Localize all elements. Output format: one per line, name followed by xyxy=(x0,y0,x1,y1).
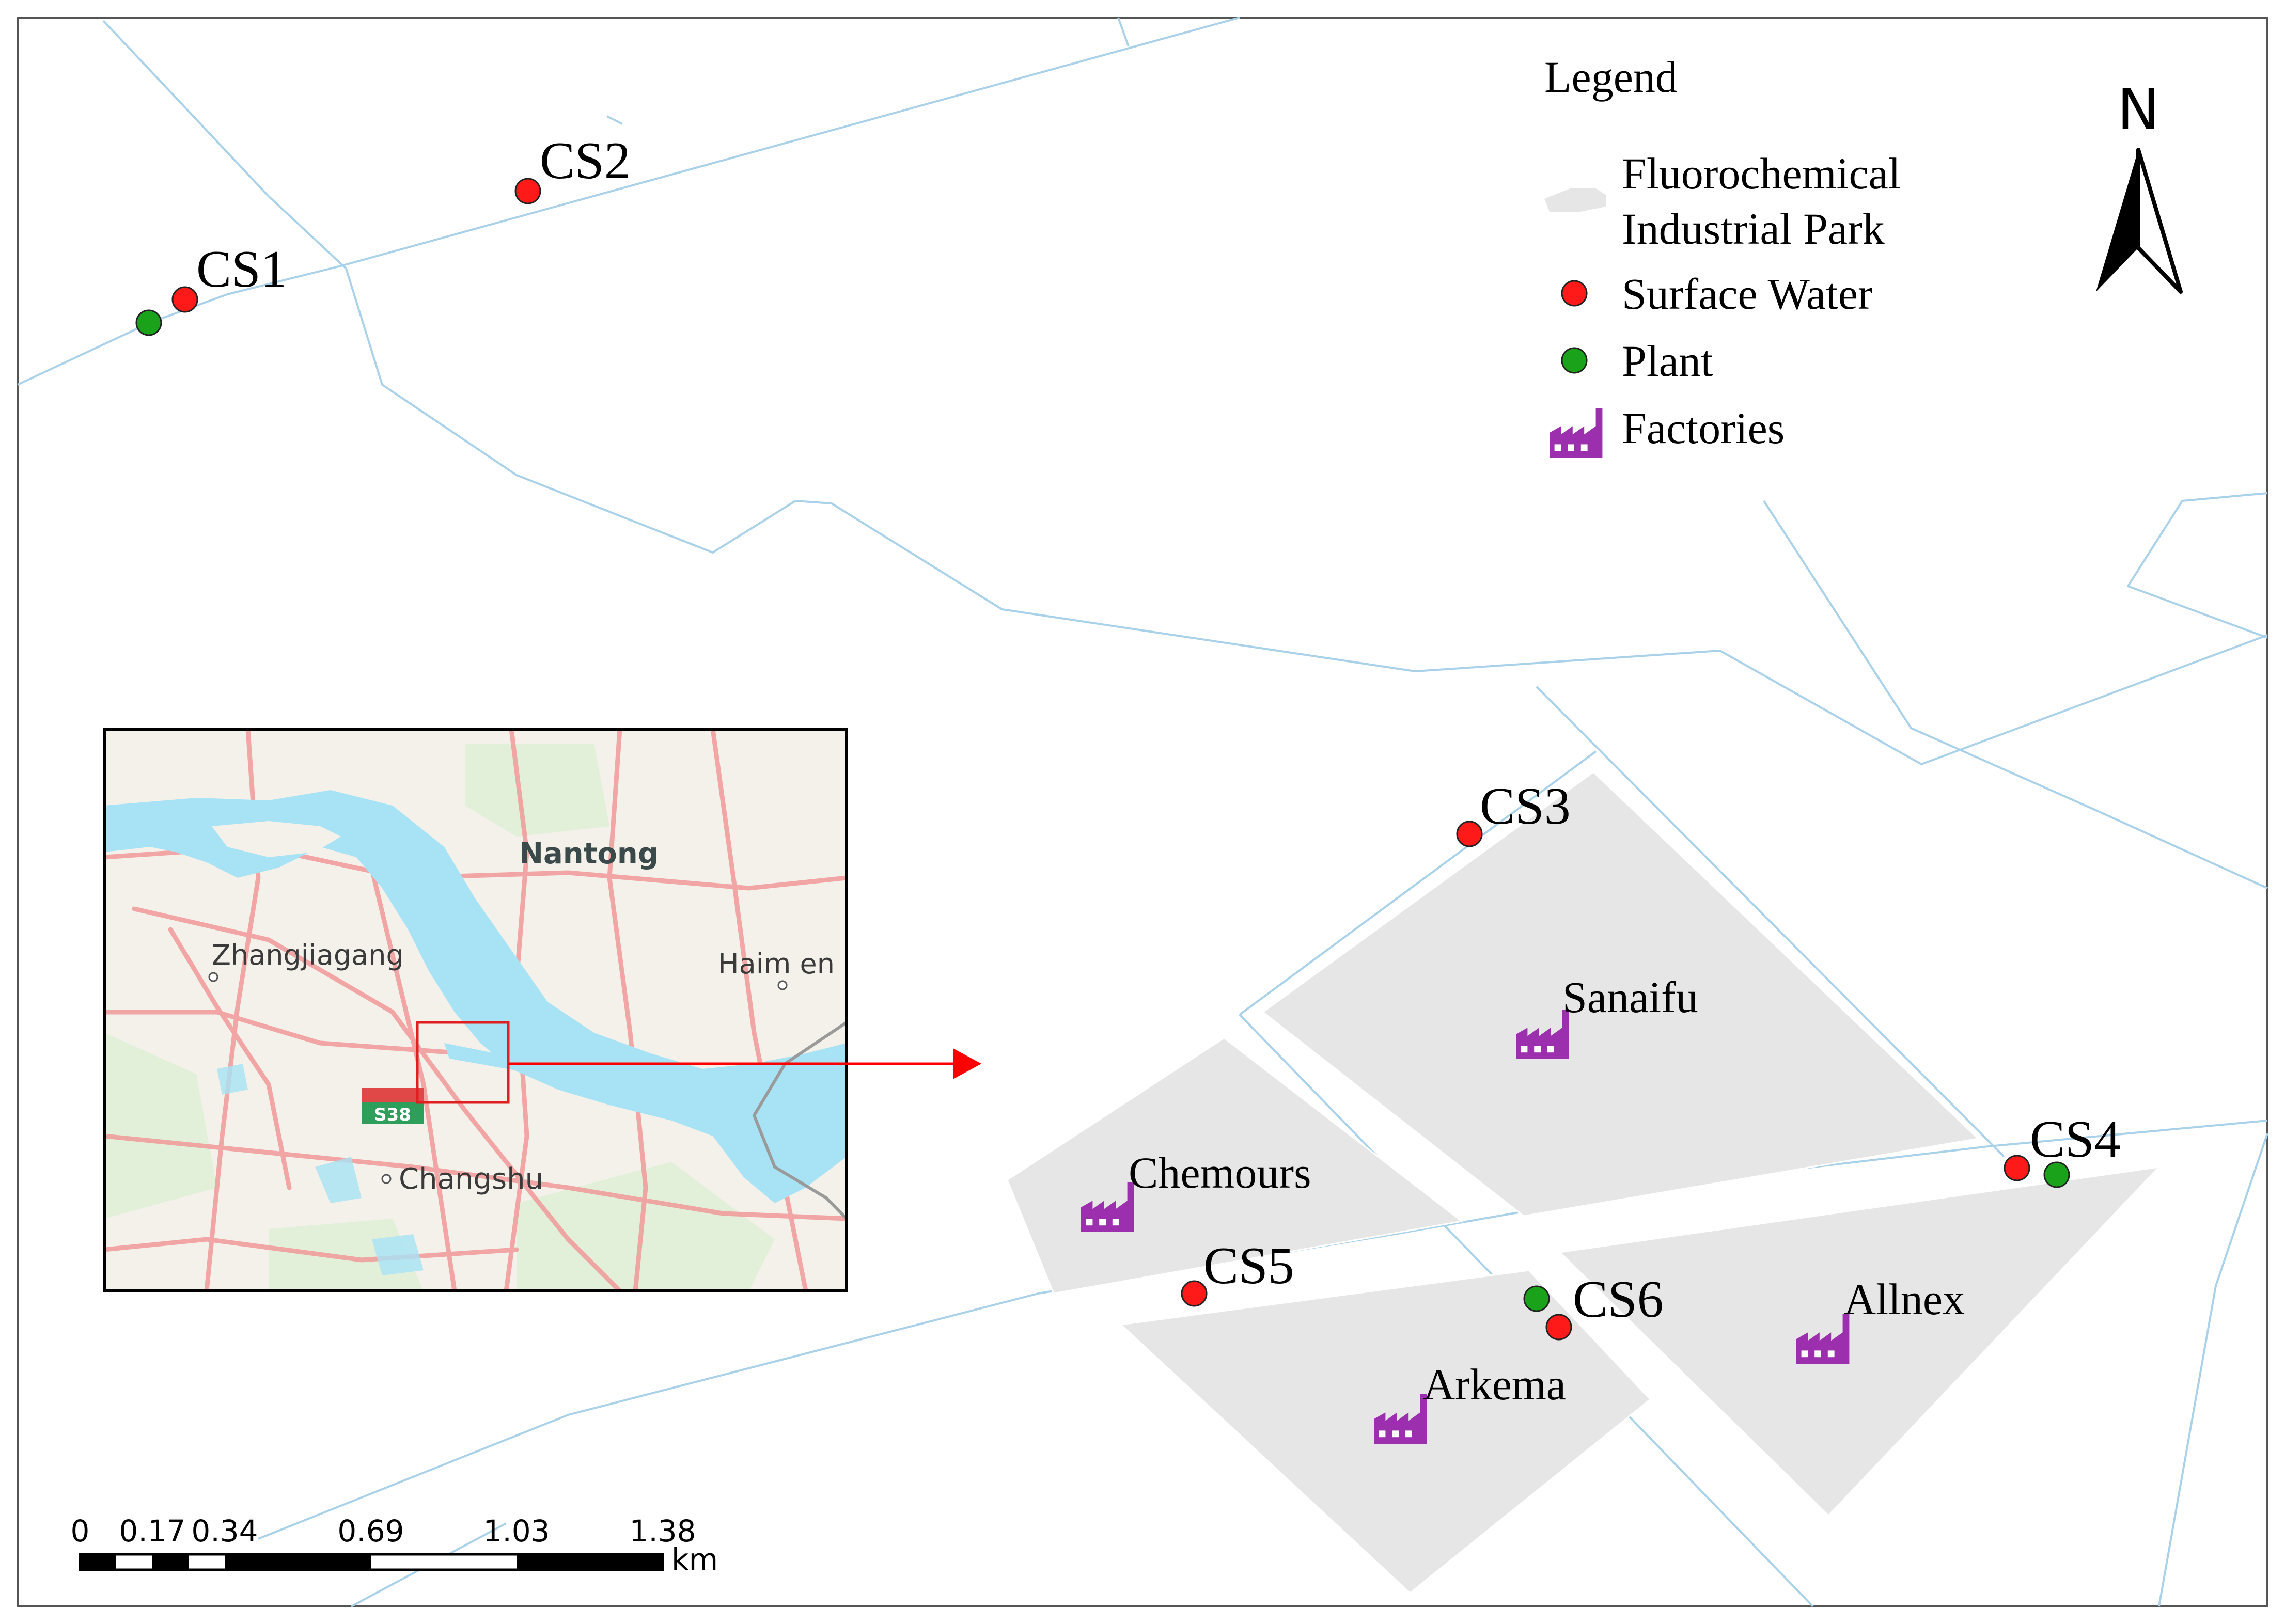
river-line xyxy=(258,1120,2268,1540)
inset-city-zhangjiagang: Zhangjiagang xyxy=(212,939,404,971)
scale-tick-label: 1.38 xyxy=(629,1513,696,1549)
surface-water-point-cs2 xyxy=(514,178,541,204)
legend-label-plant: Plant xyxy=(1622,336,1713,386)
site-label-cs4: CS4 xyxy=(2030,1110,2121,1169)
legend-label-park-line1: Fluorochemical xyxy=(1622,149,1901,198)
inset-city-haimen: Haim en xyxy=(718,948,835,980)
green-circle-icon xyxy=(1561,347,1588,374)
inset-city-dot-haimen xyxy=(777,980,788,990)
river-line xyxy=(1239,750,1597,1016)
north-arrow-icon xyxy=(2096,148,2183,294)
inset-city-dot-changshu xyxy=(381,1174,392,1184)
surface-water-point-cs5 xyxy=(1181,1280,1208,1307)
legend-label-factories: Factories xyxy=(1622,403,1785,453)
svg-text:S38: S38 xyxy=(374,1105,411,1125)
river-line xyxy=(2182,492,2268,502)
park-parcel-sanaifu xyxy=(1261,771,1980,1217)
factory-icon xyxy=(1374,1394,1427,1444)
highway-shield: S38 xyxy=(362,1088,424,1125)
surface-water-point-cs1 xyxy=(171,286,198,313)
scale-unit: km xyxy=(671,1542,718,1577)
surface-water-point-cs3 xyxy=(1456,821,1483,847)
site-label-cs1: CS1 xyxy=(196,240,287,298)
river-line xyxy=(1117,17,1130,47)
inset-city-nantong: Nantong xyxy=(519,837,659,871)
scale-bar: 0 0.17 0.34 0.69 1.03 1.38 km xyxy=(71,1513,718,1577)
site-label-cs3: CS3 xyxy=(1480,777,1571,835)
river-line xyxy=(2158,1133,2268,1607)
scale-tick-label: 0.34 xyxy=(191,1513,258,1549)
scale-tick-label: 0.17 xyxy=(119,1513,185,1549)
plant-point-cs4 xyxy=(2043,1161,2070,1188)
surface-water-point-cs4 xyxy=(2004,1155,2030,1181)
inset-frame xyxy=(103,728,848,1292)
scale-tick-label: 0.69 xyxy=(337,1513,404,1549)
pointer-arrow xyxy=(508,1048,981,1079)
factory-icon xyxy=(1550,408,1603,458)
park-patch-icon xyxy=(1544,188,1606,212)
inset-city-dot-zhangjiagang xyxy=(208,972,218,982)
factory-label-allnex: Allnex xyxy=(1844,1274,1965,1324)
north-label: N xyxy=(2117,76,2159,143)
legend-label-surface-water: Surface Water xyxy=(1622,269,1873,319)
site-label-cs6: CS6 xyxy=(1573,1270,1664,1329)
surface-water-point-cs6 xyxy=(1545,1314,1572,1341)
park-parcel-allnex xyxy=(1558,1165,2162,1517)
scale-tick-label: 0 xyxy=(71,1513,90,1549)
legend: Legend Fluorochemical Industrial Park Su… xyxy=(1544,52,1901,458)
factory-icon xyxy=(1796,1314,1850,1364)
scale-tick-label: 1.03 xyxy=(483,1513,550,1549)
factory-icon xyxy=(1516,1010,1569,1059)
site-label-cs2: CS2 xyxy=(540,132,631,190)
north-arrow: N xyxy=(2096,76,2183,294)
factory-label-chemours: Chemours xyxy=(1129,1148,1311,1197)
red-circle-icon xyxy=(1561,280,1588,307)
inset-city-changshu: Changshu xyxy=(399,1162,543,1196)
factory-icon xyxy=(1081,1182,1134,1232)
plant-point-cs1 xyxy=(135,309,162,336)
river-line xyxy=(1536,686,2005,1158)
river-line xyxy=(17,17,1240,386)
factory-label-sanaifu: Sanaifu xyxy=(1562,972,1698,1022)
legend-label-park-line2: Industrial Park xyxy=(1622,204,1885,254)
river-line xyxy=(102,20,2268,765)
inset-locator-map: Nantong Zhangjiagang Haim en Changshu S3… xyxy=(103,728,848,1292)
site-label-cs5: CS5 xyxy=(1203,1237,1294,1295)
river-line xyxy=(606,115,623,125)
plant-point-cs6 xyxy=(1523,1285,1550,1312)
legend-title: Legend xyxy=(1544,52,1678,102)
river-line xyxy=(2127,500,2268,639)
river-line xyxy=(1763,500,2268,889)
factory-label-arkema: Arkema xyxy=(1423,1360,1566,1409)
